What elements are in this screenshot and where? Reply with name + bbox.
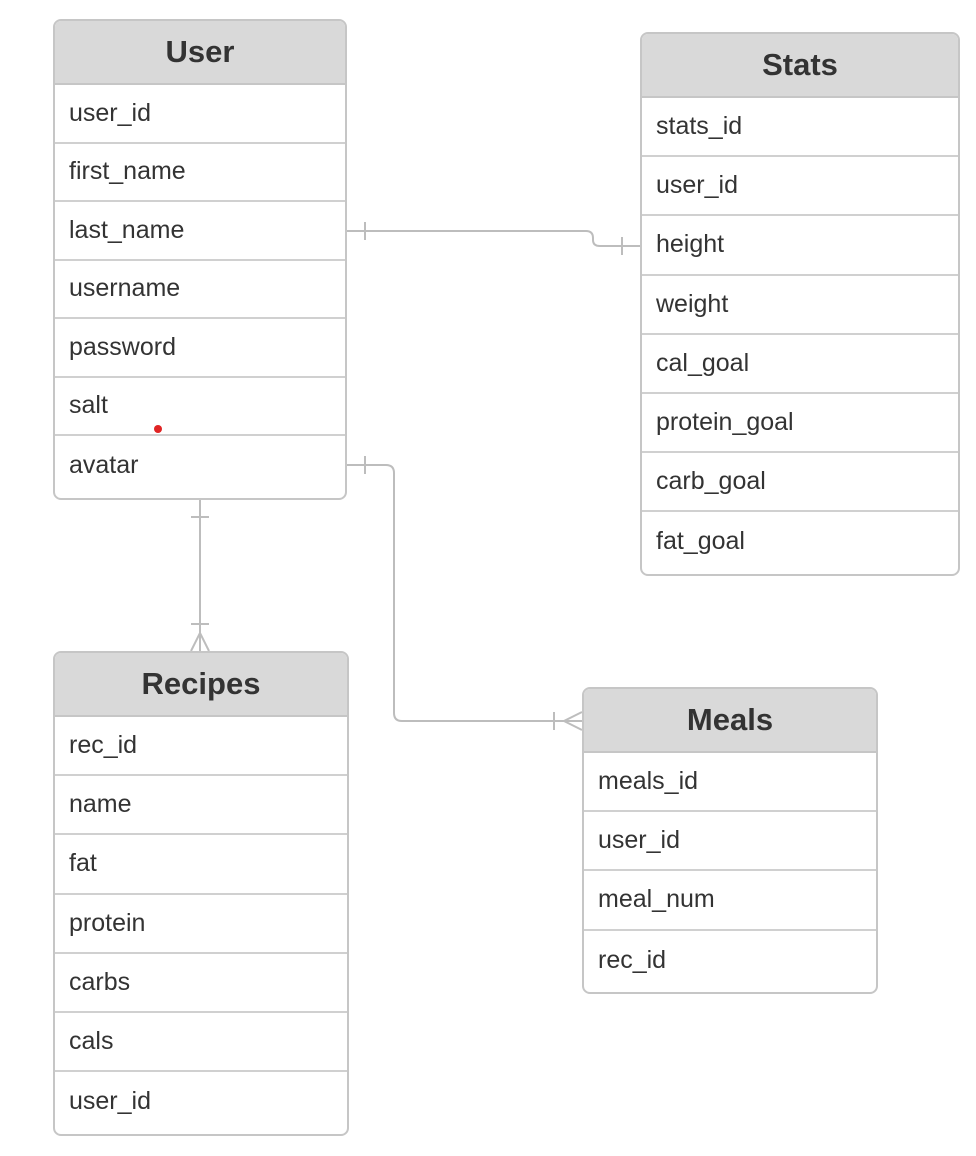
field-protein: protein [55, 895, 347, 954]
many-mark-recipes-user [190, 630, 210, 652]
field-cal-goal: cal_goal [642, 335, 958, 394]
field-last-name: last_name [55, 202, 345, 261]
cursor-marker-dot [154, 425, 162, 433]
entity-meals-title: Meals [584, 689, 876, 753]
entity-meals[interactable]: Meals meals_id user_id meal_num rec_id [582, 687, 878, 994]
entity-stats[interactable]: Stats stats_id user_id height weight cal… [640, 32, 960, 576]
field-meals-id: meals_id [584, 753, 876, 813]
many-mark-meals-user [561, 711, 583, 731]
field-password: password [55, 319, 345, 378]
connector-user-meals [347, 464, 582, 722]
field-stats-id: stats_id [642, 98, 958, 158]
field-weight: weight [642, 276, 958, 335]
entity-recipes[interactable]: Recipes rec_id name fat protein carbs ca… [53, 651, 349, 1136]
connector-user-stats [347, 230, 640, 247]
field-meals-rec-id: rec_id [598, 945, 667, 974]
field-user-id: user_id [55, 85, 345, 144]
field-meal-num: meal_num [584, 871, 876, 931]
field-height: height [642, 216, 958, 276]
field-fat-goal: fat_goal [656, 527, 745, 556]
field-name: name [55, 776, 347, 836]
entity-recipes-title: Recipes [55, 653, 347, 717]
field-username: username [55, 261, 345, 319]
field-carbs: carbs [55, 954, 347, 1013]
field-cals: cals [55, 1013, 347, 1073]
field-stats-user-id: user_id [642, 157, 958, 217]
entity-user-title: User [55, 21, 345, 85]
field-rec-id: rec_id [55, 717, 347, 777]
field-protein-goal: protein_goal [642, 394, 958, 454]
field-recipes-user-id: user_id [69, 1087, 151, 1116]
entity-stats-title: Stats [642, 34, 958, 98]
field-salt: salt [55, 378, 345, 436]
field-first-name: first_name [55, 144, 345, 202]
field-fat: fat [55, 835, 347, 895]
field-avatar: avatar [69, 450, 139, 479]
field-meals-user-id: user_id [584, 812, 876, 872]
entity-user[interactable]: User user_id first_name last_name userna… [53, 19, 347, 500]
field-carb-goal: carb_goal [642, 453, 958, 513]
